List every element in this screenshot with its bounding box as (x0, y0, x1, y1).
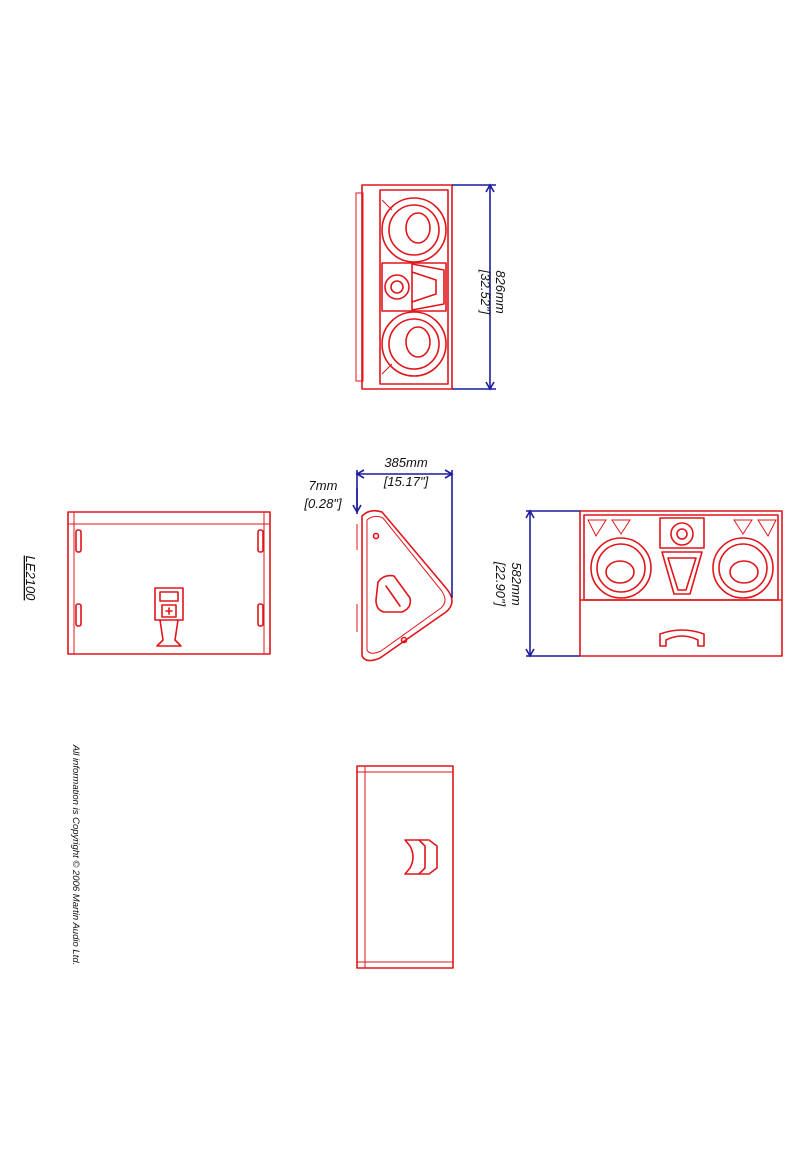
depth-mm-label: 385mm (384, 455, 428, 470)
dimension-width: 582mm [22.90"] (493, 509, 580, 658)
height-mm-label: 826mm (493, 270, 508, 314)
model-label: LE2100 (23, 556, 38, 602)
height-in-label: [32.52"] (478, 269, 493, 315)
dimension-depth: 385mm [15.17"] (355, 455, 454, 598)
width-mm-label: 582mm (509, 562, 524, 606)
dimension-offset: 7mm [0.28"] (303, 478, 362, 514)
dimension-height: 826mm [32.52"] (452, 183, 508, 391)
view-side (356, 509, 453, 662)
view-front-rotated (355, 184, 453, 390)
offset-mm-label: 7mm (309, 478, 338, 493)
offset-in-label: [0.28"] (303, 496, 342, 511)
view-front (579, 510, 783, 657)
view-rear (67, 511, 271, 655)
view-top (356, 765, 454, 969)
depth-in-label: [15.17"] (383, 474, 429, 489)
copyright-notice: All information is Copyright © 2006 Mart… (70, 744, 81, 966)
width-in-label: [22.90"] (493, 561, 508, 607)
